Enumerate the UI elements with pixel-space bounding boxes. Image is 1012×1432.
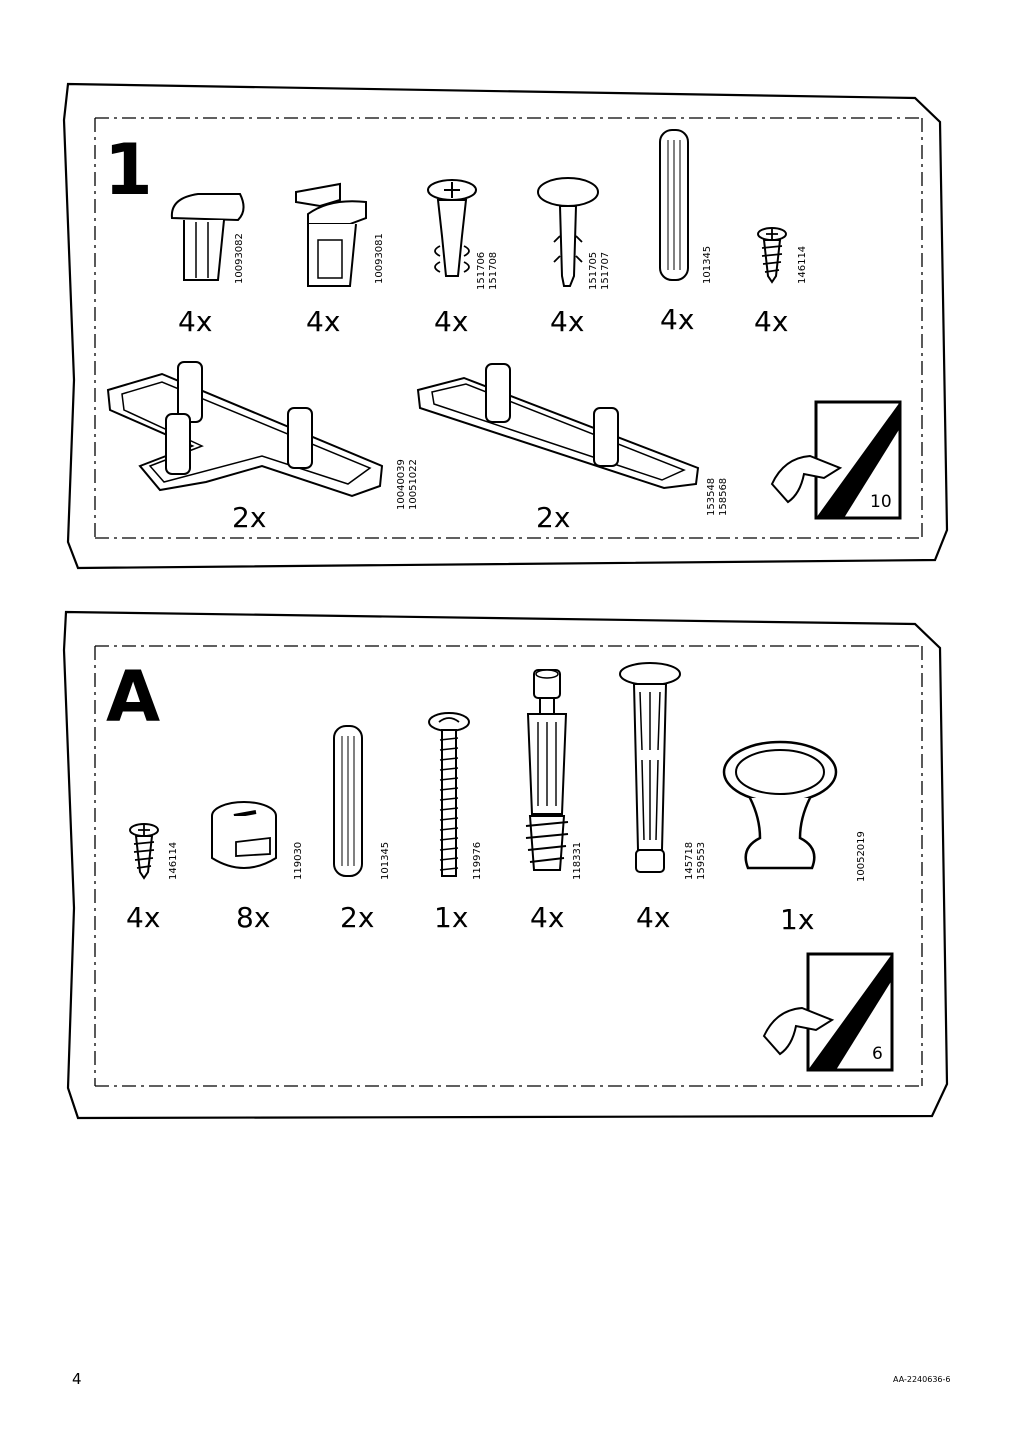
bracket-clip-icon xyxy=(295,182,367,287)
part-code-label: 101345 xyxy=(702,245,713,284)
round-head-plug-icon xyxy=(537,177,599,287)
wooden-dowel-icon xyxy=(659,129,689,281)
part-quantity: 4x xyxy=(126,901,161,934)
bag-outline xyxy=(62,82,949,570)
part-code-label: 145718 159553 xyxy=(684,841,707,880)
part-code-label: 146114 xyxy=(797,245,808,284)
part-quantity: 4x xyxy=(550,305,585,338)
part-code-label: 10093081 xyxy=(374,233,385,284)
part-code-label: 119030 xyxy=(293,841,304,880)
part-quantity: 4x xyxy=(660,303,695,336)
cap-fitting-icon xyxy=(170,193,245,281)
cam-bolt-icon xyxy=(525,669,569,871)
parts-panel-1: 1 10093082 4x 10093081 4x 151706 151708 … xyxy=(60,80,952,575)
wooden-dowel-icon xyxy=(333,725,363,877)
part-quantity: 2x xyxy=(536,501,571,534)
booklet-page-reference: 10 xyxy=(870,492,892,512)
part-quantity: 4x xyxy=(636,901,671,934)
bag-outline xyxy=(62,610,949,1120)
part-quantity: 4x xyxy=(434,305,469,338)
part-code-label: 151706 151708 xyxy=(476,251,499,290)
cam-lock-icon xyxy=(211,801,277,869)
long-bolt-icon xyxy=(428,712,470,877)
part-quantity: 1x xyxy=(780,903,815,936)
bag-identifier: 1 xyxy=(104,129,153,211)
part-quantity: 2x xyxy=(340,901,375,934)
part-code-label: 153548 158568 xyxy=(706,477,729,516)
part-code-label: 118331 xyxy=(572,841,583,880)
knob-icon xyxy=(722,740,838,870)
document-code: AA-2240636-6 xyxy=(893,1375,951,1384)
part-code-label: 151705 151707 xyxy=(588,251,611,290)
part-quantity: 4x xyxy=(530,901,565,934)
part-quantity: 8x xyxy=(236,901,271,934)
part-code-label: 101345 xyxy=(380,841,391,880)
straight-foot-icon xyxy=(416,363,700,490)
booklet-page-reference: 6 xyxy=(872,1044,883,1064)
page-number: 4 xyxy=(72,1370,82,1388)
part-quantity: 4x xyxy=(178,305,213,338)
part-quantity: 1x xyxy=(434,901,469,934)
turn-page-icon xyxy=(770,400,902,520)
turn-page-icon xyxy=(762,952,894,1072)
t-shaped-foot-icon xyxy=(106,361,384,498)
small-screw-icon xyxy=(757,227,787,284)
small-screw-icon xyxy=(129,823,159,880)
part-quantity: 4x xyxy=(306,305,341,338)
part-code-label: 119976 xyxy=(472,841,483,880)
part-code-label: 146114 xyxy=(168,841,179,880)
part-quantity: 4x xyxy=(754,305,789,338)
expansion-plug-icon xyxy=(427,179,477,277)
part-code-label: 10052019 xyxy=(856,831,867,882)
part-code-label: 10093082 xyxy=(234,233,245,284)
part-quantity: 2x xyxy=(232,501,267,534)
plastic-peg-icon xyxy=(619,662,681,873)
bag-identifier: A xyxy=(106,656,161,738)
parts-panel-a: A 146114 4x 119030 8x 101345 2x 119976 1… xyxy=(60,608,952,1124)
